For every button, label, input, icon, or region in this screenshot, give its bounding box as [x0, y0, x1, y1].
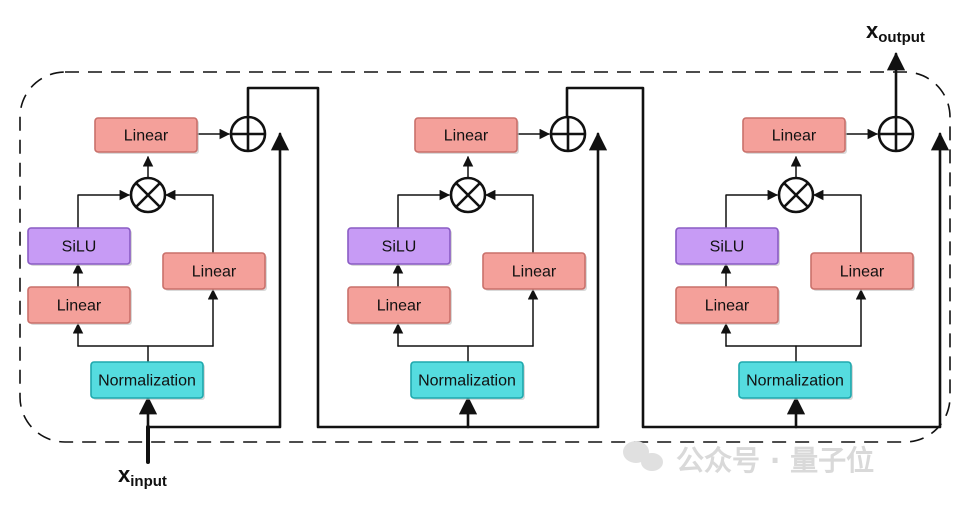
wechat-icon [623, 441, 663, 471]
multiply-icon [129, 176, 167, 214]
silu-box-label: SiLU [62, 239, 97, 256]
normalization-box: Normalization [410, 361, 525, 400]
linear-right-box-label: Linear [512, 264, 557, 281]
output-label: xoutput [866, 18, 925, 46]
linear-left-box: Linear [347, 286, 452, 325]
linear-top-box: Linear [742, 117, 847, 154]
input-label: xinput [118, 462, 167, 490]
linear-right-box-label: Linear [840, 264, 885, 281]
linear-left-box-label: Linear [705, 298, 750, 315]
linear-right-box-label: Linear [192, 264, 237, 281]
multiply-icon [777, 176, 815, 214]
linear-right-box: Linear [482, 252, 587, 291]
linear-top-box-label: Linear [124, 128, 169, 145]
linear-top-box: Linear [94, 117, 199, 154]
linear-top-box-label: Linear [772, 128, 817, 145]
silu-box: SiLU [347, 227, 452, 266]
linear-top-box-label: Linear [444, 128, 489, 145]
add-icon [877, 115, 915, 153]
normalization-box: Normalization [738, 361, 853, 400]
residual-backbone [146, 52, 950, 464]
linear-left-box: Linear [675, 286, 780, 325]
normalization-box-label: Normalization [746, 373, 844, 390]
linear-right-box: Linear [810, 252, 915, 291]
silu-box-label: SiLU [710, 239, 745, 256]
watermark-text: 公众号 · 量子位 [676, 444, 874, 477]
normalization-box: Normalization [90, 361, 205, 400]
linear-left-box-label: Linear [57, 298, 102, 315]
normalization-box-label: Normalization [418, 373, 516, 390]
linear-left-box-label: Linear [377, 298, 422, 315]
add-icon [229, 115, 267, 153]
add-icon [549, 115, 587, 153]
silu-box: SiLU [27, 227, 132, 266]
normalization-box-label: Normalization [98, 373, 196, 390]
multiply-icon [449, 176, 487, 214]
silu-box: SiLU [675, 227, 780, 266]
linear-right-box: Linear [162, 252, 267, 291]
linear-left-box: Linear [27, 286, 132, 325]
linear-top-box: Linear [414, 117, 519, 154]
dashed-container [19, 71, 951, 443]
silu-box-label: SiLU [382, 239, 417, 256]
watermark: 公众号 · 量子位 [623, 441, 874, 477]
